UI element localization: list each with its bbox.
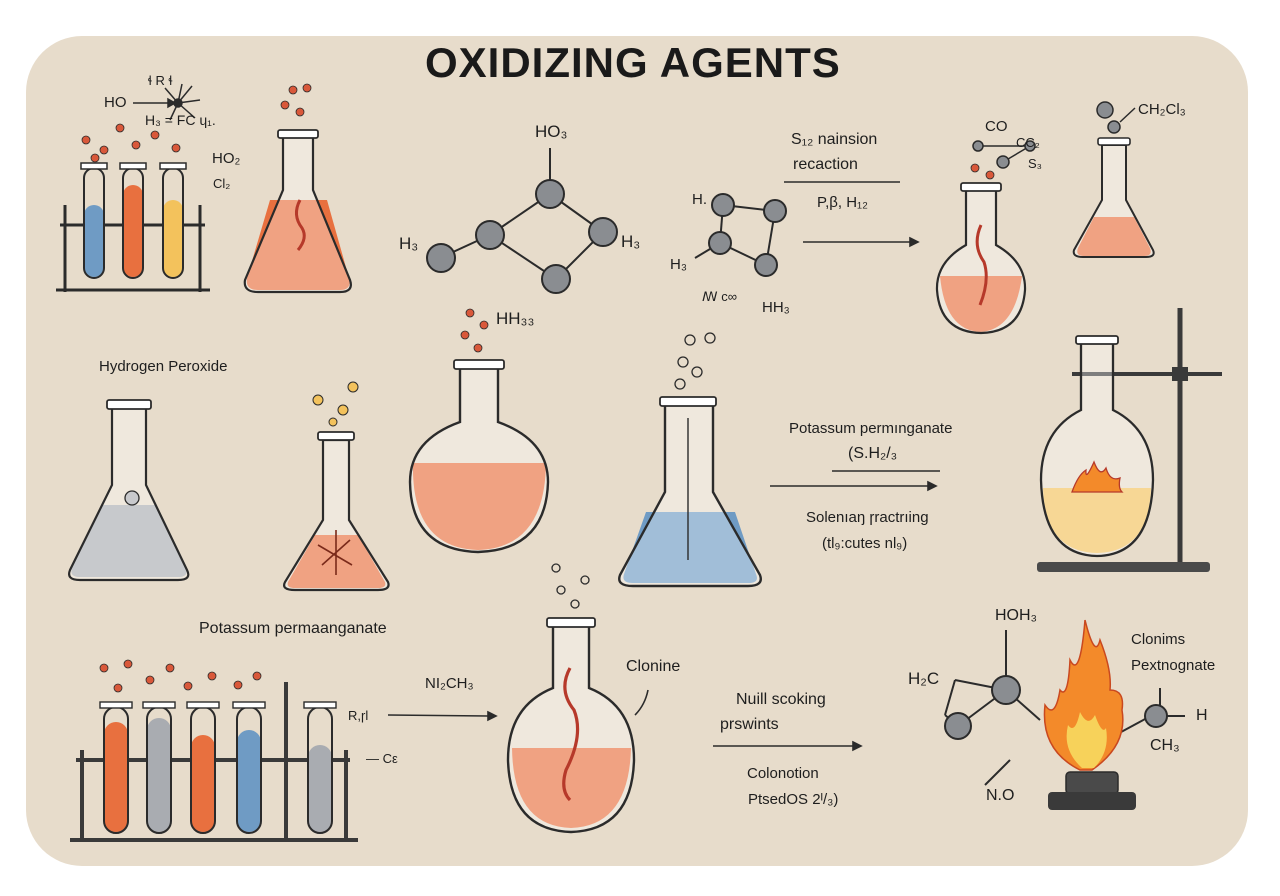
arrows-bottom [387,689,863,752]
label-tlg-cutes: (tl₉:cutes nl₉) [822,535,908,552]
label-ce: — Cε [366,751,398,766]
molecule-top-center [426,148,618,294]
label-pextnognate: Pextnognate [1131,657,1216,674]
round-flask-top-right [935,163,1027,335]
label-ch3: CH₃ [1150,737,1180,754]
label-solenıaŋ: Solenıaŋ ɼractrıing [806,509,929,526]
erlenmeyer-flask-gray [68,399,190,582]
label-clonims: Clonims [1131,631,1186,648]
label-tiny: ꟿ c∞ [702,289,737,304]
label-h3-right: H₃ [621,232,641,251]
erlenmeyer-flask-top [243,83,352,294]
label-hh33: HH₃₃ [496,309,535,328]
label-nuill-scoking: Nuill scoking [736,691,826,708]
label-ho3: HO₃ [535,122,568,141]
test-tube-yellow [159,162,187,279]
label-no: N.O [986,787,1015,804]
molecule-bottom-right [944,630,1185,786]
label-ho2: HO₂ [212,150,241,167]
label-h2c: H₂C [908,669,940,688]
test-tubes-bottom [99,701,337,834]
page-title: OXIDIZING AGENTS [425,39,841,86]
test-tube-orange [119,162,147,279]
label-cl2: Cl₂ [213,176,231,191]
flask-on-stand [1037,308,1222,572]
label-cc2: CC₂ [1016,135,1040,150]
label-s3: S₃ [1028,156,1042,171]
label-ni2ch3: NI₂CH₃ [425,675,474,692]
label-prswints: prswints [720,716,779,733]
arrow-middle [770,470,940,492]
label-h3-small: H₃ [670,256,687,273]
label-hoh3: HOH₃ [995,607,1038,624]
round-flask-large-orange [408,308,550,554]
label-r-rl: R,ɼl [348,708,369,723]
label-co: CO [985,118,1008,135]
erlenmeyer-flask-blue [618,332,762,588]
round-flask-bottom-orange [506,563,636,834]
erlenmeyer-flask-orange-small [283,381,390,592]
label-h-right: H [1196,707,1208,724]
bunsen-burner-flame [1043,619,1136,810]
molecule-sketch-top-left [133,83,201,121]
molecule-small [694,193,787,277]
arrow-reaction-top [784,181,920,248]
label-h-dot: H. [692,191,707,208]
bubbles-top-left [81,123,181,163]
label-ch2cl3: CH₂Cl₃ [1138,101,1186,118]
label-colonotion: Colonotion [747,765,819,782]
label-top-left-r: ɬ R ɬ [148,73,173,88]
label-potassum-permaanganate: Potassum permaanganate [199,620,387,637]
label-clonine: Clonine [626,658,681,675]
label-hydrogen-peroxide: Hydrogen Peroxide [99,358,228,375]
label-potassum-permınganate: Potassum permınganate [789,420,953,437]
erlenmeyer-flask-top-right [1072,101,1155,258]
label-s12-nainsion: S₁₂ nainsion [791,131,878,148]
label-h3-left: H₃ [399,234,419,253]
test-tube-blue [80,162,108,279]
label-h3-fc: H₃ = FC ɥ₁. [145,112,216,128]
label-recaction: recaction [793,156,858,173]
label-ho: HO [104,94,127,111]
label-ptsedos: PtsedOS 2ᴵ/₃) [748,791,839,808]
label-sh23: (S.H₂/₃ [848,445,898,462]
molecule-top-right-sketch [972,140,1036,169]
bubbles-bottom-left [99,659,262,693]
label-hh3: HH₃ [762,299,790,316]
label-pb-h12: P,β, H₁₂ [817,194,868,211]
